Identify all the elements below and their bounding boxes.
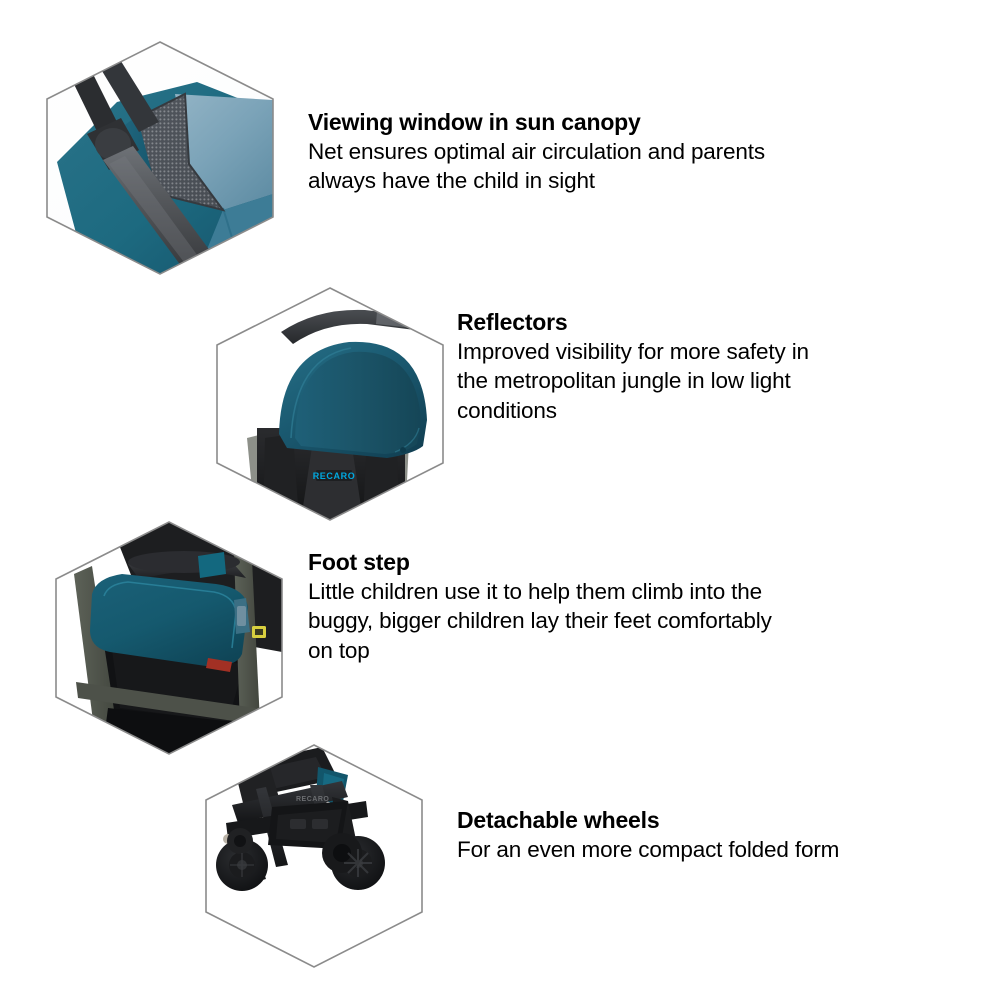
recaro-logo: RECARO [313,470,356,481]
photo-content [47,42,273,274]
feature-image-hexagon-foot-step [55,521,283,755]
feature-title-reflectors: Reflectors [457,309,568,335]
feature-body-line: Net ensures optimal air circulation and … [308,139,765,165]
svg-text:RECARO: RECARO [313,471,356,481]
hexagon-photo-frame [55,521,283,755]
hexagon-photo-frame: RECARO [216,287,444,521]
feature-title-detachable-wheels: Detachable wheels [457,807,660,833]
feature-body-line: Improved visibility for more safety in [457,339,809,365]
photo-content: RECARO [217,288,443,520]
feature-body-line: Little children use it to help them clim… [308,579,762,605]
hexagon-outline [55,521,283,755]
feature-body-line: always have the child in sight [308,168,595,194]
feature-image-hexagon-viewing-window [46,41,274,275]
feature-body-viewing-window: Net ensures optimal air circulation and … [308,137,948,196]
hexagon-outline [216,287,444,521]
feature-body-line: conditions [457,397,557,423]
feature-body-detachable-wheels: For an even more compact folded form [457,835,957,864]
feature-body-line: buggy, bigger children lay their feet co… [308,608,772,634]
svg-text:RECARO: RECARO [296,796,329,803]
feature-body-line: the metropolitan jungle in low light [457,368,791,394]
hexagon-outline [46,41,274,275]
feature-body-foot-step: Little children use it to help them clim… [308,577,958,665]
feature-text-foot-step: Foot step Little children use it to help… [308,548,958,665]
hexagon-outline [205,744,423,968]
photo-content [56,522,282,754]
feature-text-detachable-wheels: Detachable wheels For an even more compa… [457,806,957,864]
feature-title-viewing-window: Viewing window in sun canopy [308,109,641,135]
feature-text-viewing-window: Viewing window in sun canopy Net ensures… [308,108,948,196]
hexagon-photo-frame: RECARO [205,744,423,968]
feature-image-hexagon-reflectors: RECARO [216,287,444,521]
feature-title-foot-step: Foot step [308,549,410,575]
feature-body-line: on top [308,637,370,663]
feature-text-reflectors: Reflectors Improved visibility for more … [457,308,957,425]
feature-body-reflectors: Improved visibility for more safety in t… [457,337,957,425]
feature-image-hexagon-detachable-wheels: RECARO [205,744,423,968]
feature-body-line: For an even more compact folded form [457,837,840,863]
photo-content: RECARO [206,745,422,967]
hexagon-photo-frame [46,41,274,275]
